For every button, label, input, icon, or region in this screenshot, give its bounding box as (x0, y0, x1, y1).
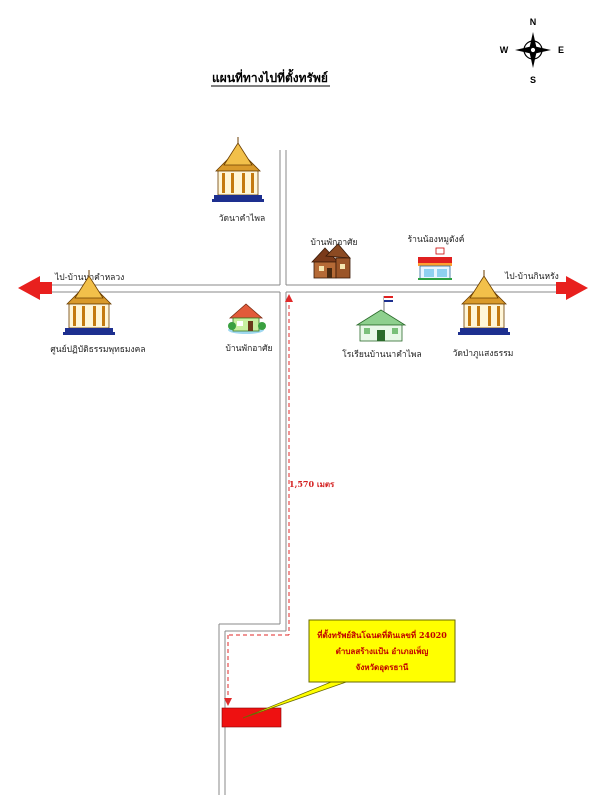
east-arrow-icon (556, 276, 588, 300)
callout-line-3: จังหวัดอุดรธานี (356, 662, 409, 673)
house-ne-icon (311, 243, 351, 279)
route-arrow-down-icon (224, 698, 232, 706)
house-ne-label: บ้านพักอาศัย (311, 237, 358, 248)
house-sw-label: บ้านพักอาศัย (226, 343, 273, 354)
shop-label: ร้านน้องหมูตังค์ (408, 234, 465, 245)
callout-line-1: ที่ตั้งทรัพย์สินโฉนดที่ดินเลขที่ 24020 (317, 629, 447, 640)
school-label: โรเรียนบ้านนาคำไพล (342, 349, 422, 360)
school-icon (355, 296, 407, 342)
temple-north-icon (211, 136, 265, 203)
compass-rose: N S E W (500, 17, 564, 85)
east-road-label: ไป-บ้านกินหรัง (504, 271, 559, 282)
temple-east-label: วัดป่าภูแสงธรรม (453, 349, 514, 359)
house-sw-icon (228, 303, 266, 334)
callout-line-2: ตำบลสร้างแป้น อำเภอเพ็ญ (336, 645, 429, 657)
map-title: แผนที่ทางไปที่ตั้งทรัพย์ (212, 68, 328, 85)
road-network (42, 150, 561, 795)
callout-pointer (242, 679, 353, 719)
shop-icon (418, 247, 452, 280)
compass-s: S (530, 75, 536, 85)
temple-west-label: ศูนย์ปฏิบัติธรรมพุทธมงคล (50, 344, 145, 355)
compass-n: N (530, 17, 537, 27)
compass-e: E (558, 45, 564, 55)
property-callout-box (308, 619, 456, 683)
temple-north-label: วัดนาคำไพล (219, 213, 265, 224)
distance-label: 1,570 เมตร (289, 479, 335, 489)
west-arrow-icon (18, 276, 52, 300)
route-path (227, 298, 290, 702)
temple-east-icon (457, 269, 511, 336)
compass-w: W (500, 45, 509, 55)
property-marker (221, 707, 282, 728)
route-arrow-up-icon (285, 294, 293, 302)
